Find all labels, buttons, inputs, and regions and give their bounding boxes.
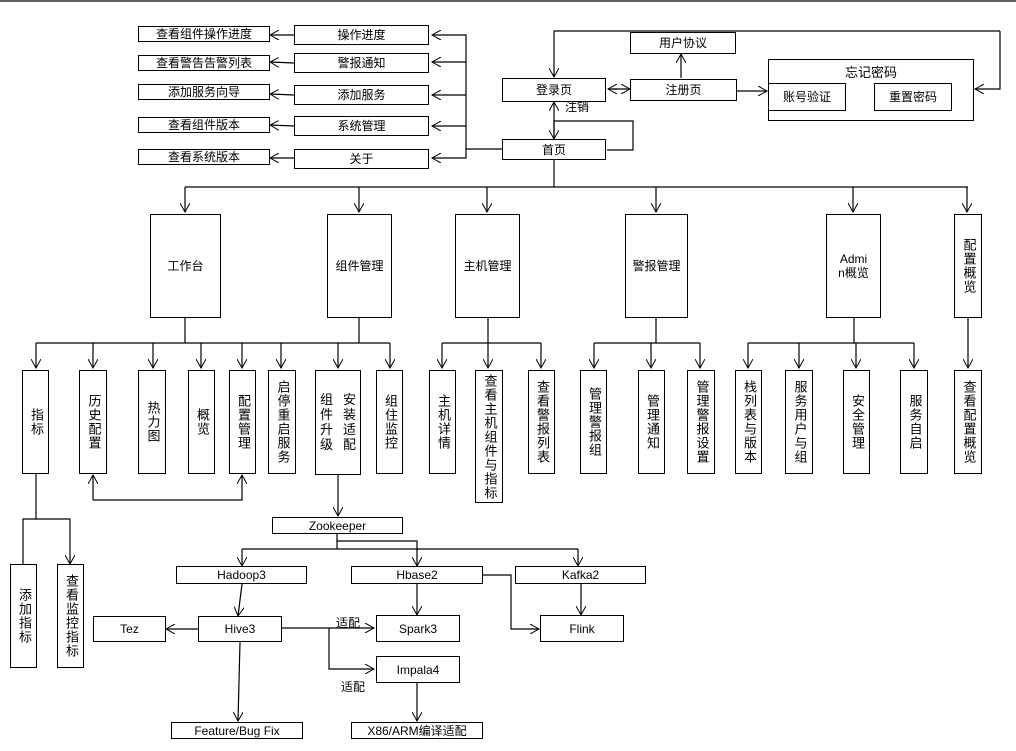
view-component-progress-node[interactable]: 查看组件操作进度 <box>138 26 270 42</box>
node-manage-alert-settings[interactable]: 管理警报设置 <box>687 370 715 474</box>
menu-operation-progress[interactable]: 操作进度 <box>294 25 429 45</box>
adapt-label-impala: 适配 <box>341 680 366 694</box>
node-config-management[interactable]: 配置管理 <box>229 370 256 474</box>
node-x86-arm-compile[interactable]: X86/ARM编译适配 <box>351 722 483 739</box>
node-view-monitor-metrics[interactable]: 查看监控指标 <box>57 564 84 668</box>
adapt-label-spark: 适配 <box>336 616 361 630</box>
node-heatmap[interactable]: 热力图 <box>138 370 166 474</box>
account-verify-node[interactable]: 账号验证 <box>768 83 846 111</box>
node-component-install-upgrade[interactable]: 组件 安装 升级 适配 <box>315 370 361 475</box>
node-kafka2[interactable]: Kafka2 <box>515 566 646 584</box>
text-line: 组件 <box>319 392 333 423</box>
text-line: 升级 <box>319 422 333 453</box>
node-security-management[interactable]: 安全管理 <box>843 370 870 474</box>
component-install-text: 组件 安装 升级 适配 <box>316 393 360 453</box>
forgot-password-title: 忘记密码 <box>844 66 897 81</box>
node-service-autostart[interactable]: 服务自启 <box>900 370 928 474</box>
menu-add-service[interactable]: 添加服务 <box>294 85 429 105</box>
text-line: 适配 <box>342 422 356 453</box>
module-workbench[interactable]: 工作台 <box>150 214 221 318</box>
node-view-config-overview[interactable]: 查看配置概览 <box>954 370 982 474</box>
menu-system-management[interactable]: 系统管理 <box>294 116 429 136</box>
login-page-node[interactable]: 登录页 <box>502 78 606 102</box>
module-component-management[interactable]: 组件管理 <box>327 214 392 318</box>
node-hadoop3[interactable]: Hadoop3 <box>176 566 307 584</box>
view-alert-list-node[interactable]: 查看警告告警列表 <box>138 55 270 71</box>
node-impala4[interactable]: Impala4 <box>376 656 460 683</box>
node-manage-alert-group[interactable]: 管理警报组 <box>580 370 607 474</box>
node-host-components-metrics[interactable]: 查看主机组件与指标 <box>475 370 503 503</box>
node-hbase2[interactable]: Hbase2 <box>351 566 483 584</box>
node-flink[interactable]: Flink <box>540 615 624 642</box>
menu-alert-notification[interactable]: 警报通知 <box>294 53 429 73</box>
node-manage-notification[interactable]: 管理通知 <box>638 370 665 474</box>
module-alert-management[interactable]: 警报管理 <box>625 214 688 318</box>
node-feature-bugfix[interactable]: Feature/Bug Fix <box>171 722 303 739</box>
node-spark3[interactable]: Spark3 <box>376 615 460 642</box>
node-start-stop-restart[interactable]: 启停重启服务 <box>268 370 296 474</box>
node-service-users-groups[interactable]: 服务用户与组 <box>785 370 813 474</box>
reset-password-node[interactable]: 重置密码 <box>874 83 952 111</box>
text-line: 安装 <box>342 392 356 423</box>
logout-label: 注销 <box>565 100 590 114</box>
node-add-metric[interactable]: 添加指标 <box>10 564 37 668</box>
add-service-wizard-node[interactable]: 添加服务向导 <box>138 84 270 100</box>
node-overview[interactable]: 概览 <box>188 370 215 474</box>
module-config-overview[interactable]: 配置概览 <box>954 214 982 318</box>
node-metrics[interactable]: 指标 <box>22 370 49 474</box>
edge-home-about <box>432 149 467 158</box>
node-component-monitor[interactable]: 组住监控 <box>376 370 403 474</box>
node-stack-versions[interactable]: 栈列表与版本 <box>735 370 762 474</box>
node-tez[interactable]: Tez <box>93 616 166 642</box>
module-host-management[interactable]: 主机管理 <box>455 214 520 318</box>
view-component-version-node[interactable]: 查看组件版本 <box>138 117 270 133</box>
menu-about[interactable]: 关于 <box>294 149 429 169</box>
user-agreement-node[interactable]: 用户协议 <box>630 32 736 54</box>
node-view-alert-list[interactable]: 查看警报列表 <box>528 370 555 474</box>
register-page-node[interactable]: 注册页 <box>630 79 737 101</box>
module-admin-overview[interactable]: Admin概览 <box>826 214 881 318</box>
node-hive3[interactable]: Hive3 <box>198 616 282 642</box>
view-system-version-node[interactable]: 查看系统版本 <box>138 149 270 165</box>
node-history-config[interactable]: 历史配置 <box>79 370 107 474</box>
edge-home-progress <box>432 35 502 150</box>
node-host-details[interactable]: 主机详情 <box>429 370 456 474</box>
home-page-node[interactable]: 首页 <box>502 139 606 160</box>
node-zookeeper[interactable]: Zookeeper <box>272 517 403 534</box>
